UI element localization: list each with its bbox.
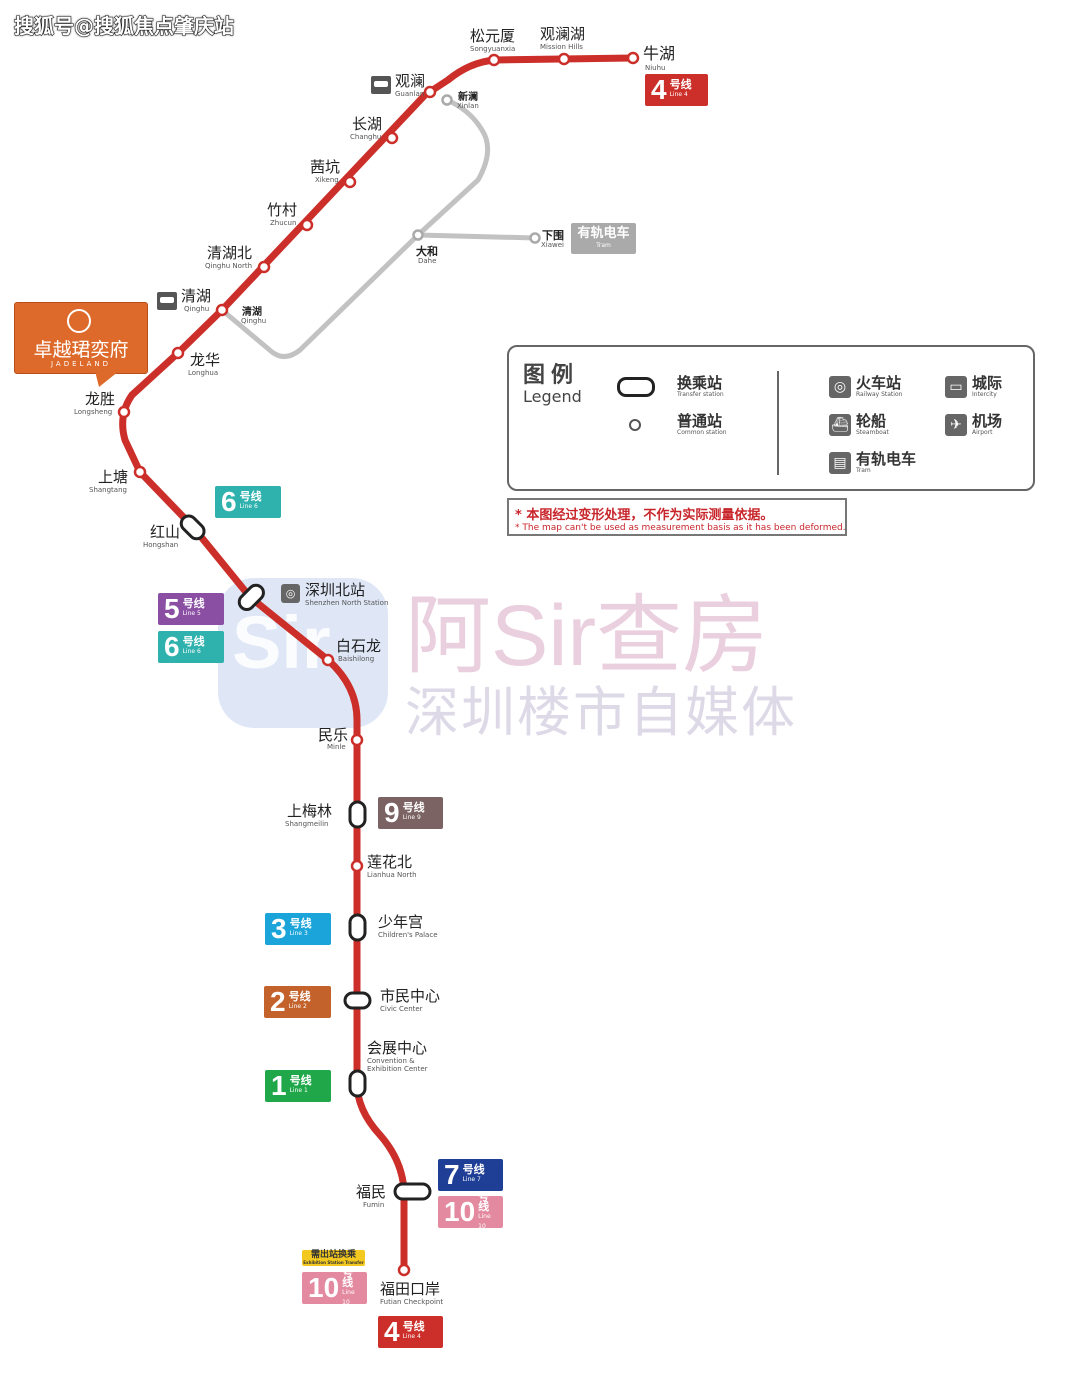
tram-dot-xinlan [441,94,453,106]
transfer-shenzhen-north [237,583,265,611]
tram-dot-xiawei [529,232,541,244]
tram-sign: 有轨电车 Tram [571,223,636,254]
station-dot-shangtang [133,465,147,479]
transfer-station-icon [617,376,655,397]
common-stations [117,51,640,1277]
note-zh: * 本图经过变形处理，不作为实际测量依据。 [515,508,774,523]
tram-line [220,97,536,359]
station-dot-niuhu [626,51,640,65]
station-dot-songyuanxia [487,53,501,67]
exhibit-transfer-tag: 需出站换乘 Exhibition Station Transfer [302,1250,365,1266]
common-station-icon [629,418,641,431]
transfer-hongshan [179,514,206,541]
note-en: * The map can't be used as measurement b… [515,523,846,533]
promo-callout[interactable]: 卓越珺奕府 JADELAND [14,302,148,374]
promo-name: 卓越珺奕府 [33,339,129,361]
watermark-brand: 阿Sir查房 [405,588,769,684]
intercity-icon [157,292,177,310]
transfer-civic-center [343,991,372,1010]
transfer-childrens-palace [348,913,367,942]
promo-pointer [95,371,119,387]
station-dot-futian-checkpoint [397,1263,411,1277]
tram-icon: ▤ [829,451,851,474]
source-watermark: 搜狐号@搜狐焦点肇庆站 [14,14,235,39]
station-dot-lianhua-north [350,859,364,873]
station-dot-zhucun [300,218,314,232]
transfer-fumin [393,1182,432,1201]
promo-sub: JADELAND [50,360,112,368]
station-dot-baishilong [321,653,335,667]
watermark-tagline: 深圳楼市自媒体 [405,681,797,744]
transfer-convention-center [348,1069,367,1098]
intercity-icon [371,76,391,94]
station-dot-guanlan [423,85,437,99]
watermark-logo-text: Sir [232,601,331,684]
station-dot-changhu [385,131,399,145]
legend-divider [777,371,779,475]
line4-track [119,54,637,1274]
airport-icon: ✈ [945,413,967,436]
legend-title: 图例 [523,363,580,388]
station-dot-xikeng [343,175,357,189]
sun-icon [67,309,91,333]
legend-title-en: Legend [523,387,582,406]
station-dot-mission-hills [557,52,571,66]
transfer-shangmeilin [348,800,367,829]
station-dot-qinghu-north [257,260,271,274]
station-dot-minle [350,733,364,747]
station-dot-qinghu [215,303,229,317]
station-dot-longsheng [117,405,131,419]
station-dot-longhua [171,346,185,360]
steamboat-icon: ⛴ [829,413,851,436]
railway-icon: ◎ [829,375,851,398]
railway-icon: ◎ [281,584,300,603]
deformation-note: * 本图经过变形处理，不作为实际测量依据。 * The map can't be… [507,498,847,536]
intercity-icon: ▭ [945,375,967,398]
tram-dot-dahe [412,229,424,241]
transfer-stations [179,514,432,1201]
tram-stations [412,94,541,244]
